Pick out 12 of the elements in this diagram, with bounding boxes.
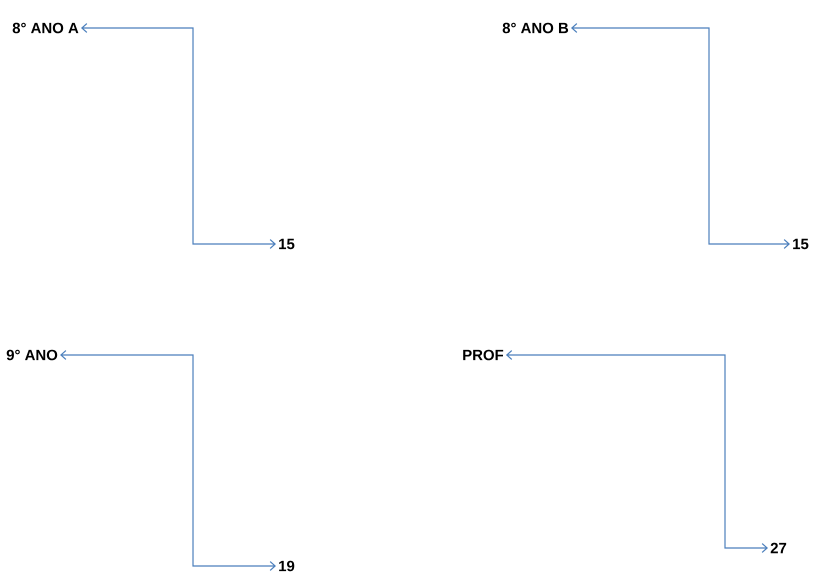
label: 15 <box>793 238 808 250</box>
label: PROF <box>463 350 504 360</box>
label: 15 <box>279 238 294 250</box>
label: 8° ANO A <box>12 22 78 34</box>
label: 19 <box>279 560 294 572</box>
bent-arrow <box>506 350 768 553</box>
label: 9° ANO <box>6 350 58 360</box>
bent-arrow <box>570 23 790 249</box>
label: 27 <box>770 542 786 554</box>
bent-arrow <box>80 23 276 249</box>
bent-arrow <box>60 350 276 571</box>
label: 8° ANO B <box>502 22 568 34</box>
